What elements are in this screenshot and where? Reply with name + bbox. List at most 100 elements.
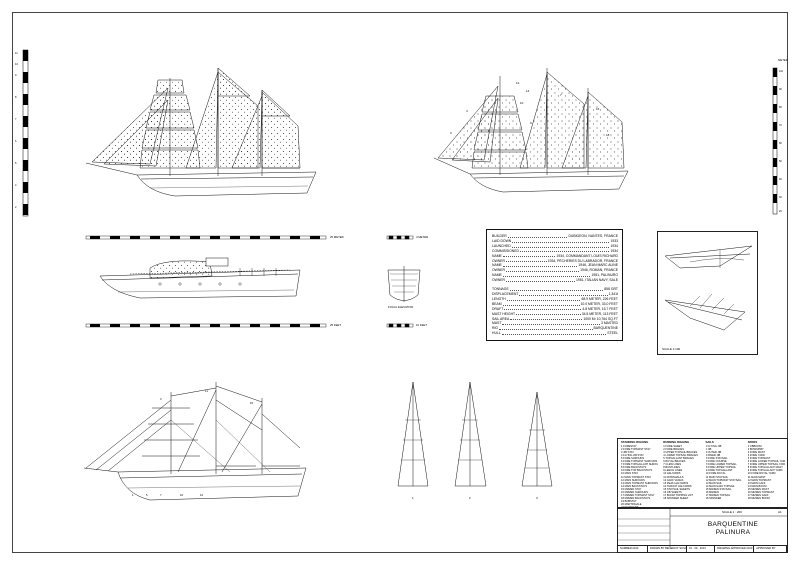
legend-item: 18 MIZZEN BACKSTAYS — [621, 496, 651, 500]
legend-item: 7 FORE UPPER TOPSAIL YARD — [747, 463, 785, 467]
spec-value: 1000 M² 10,764 SQ.FT — [583, 316, 618, 321]
spec-key: NAME — [492, 253, 502, 258]
spec-leader — [509, 287, 604, 291]
legend-item: 21 WHISKERS — [621, 506, 658, 507]
legend-item: 14 MAIN GAFF TOPSAIL — [705, 484, 735, 488]
spec-leader — [499, 326, 593, 331]
svg-text:8: 8 — [15, 95, 17, 99]
spec-key: NAME — [492, 273, 502, 278]
legend-item: 9 FORE TOPGALLANT YARD — [747, 469, 783, 473]
spec-key: BEAM — [492, 301, 502, 306]
lower-horizontal-scale-bar — [85, 323, 327, 328]
spec-leader — [506, 268, 580, 273]
mast-number-2: 2 — [469, 496, 471, 500]
spec-leader — [510, 317, 583, 321]
title-block-footer-cell: DRAWING APPROVED 2013 — [717, 546, 755, 552]
spec-leader — [502, 302, 580, 306]
svg-text:18: 18 — [606, 133, 610, 137]
spec-leader — [506, 297, 581, 301]
svg-text:5: 5 — [146, 493, 148, 497]
legend-item: 14 THROAT HALYARDS — [663, 484, 692, 488]
legend-item: 3 FORE MAST — [747, 451, 766, 455]
legend-item: 15 MIZZEN STAYSAIL — [705, 487, 732, 491]
svg-text:70: 70 — [779, 124, 782, 127]
spec-leader — [506, 259, 547, 263]
legend-item: 6 FORE LOWER TOPSAIL YARD — [747, 460, 785, 464]
legend-heading: SPARS — [747, 440, 758, 444]
legend-item: 2 FORE BRACES — [663, 448, 685, 452]
spec-key: OWNER — [492, 258, 505, 263]
legend-item: 17 BOOM TOPPING LIFT — [663, 493, 694, 497]
spec-value: BARQUENTINE — [593, 326, 619, 331]
spec-leader — [516, 312, 581, 316]
spec-key: LENGTH — [492, 296, 506, 301]
legend-item: 12 GAFF VANGS — [663, 478, 684, 482]
legend-item: 15 STAYSAIL SHEETS — [663, 487, 690, 491]
spec-key: SAIL AREA — [492, 316, 510, 321]
legend-item: 12 MAIN SHROUDS — [621, 478, 645, 482]
legend-item: 16 MIZZEN SHROUDS — [621, 490, 648, 494]
svg-text:80: 80 — [779, 106, 782, 109]
legend-item: 3 UPPER TOPSAIL BRACES — [663, 451, 698, 455]
legend-item: 4 FLYING JIB STAY — [621, 454, 644, 458]
legend-item: 1 JIBBOOM — [747, 445, 762, 449]
legend-item: 12 MAIN TOPMAST — [747, 478, 772, 482]
legend-heading: RUNNING RIGGING — [663, 440, 690, 444]
sail-plan-full-sail — [85, 67, 317, 197]
svg-text:4: 4 — [466, 109, 468, 113]
legend-heading: SAILS — [705, 440, 714, 444]
spec-value: 1934, COMMANDANT LOUIS RICHARD — [556, 253, 618, 258]
spec-value: 1951, ITALIAN NAVY, SALE — [575, 278, 618, 283]
legend-item: 7 FORE LOWER TOPSAIL — [705, 463, 737, 467]
legend-item: 4 INNER JIB — [705, 454, 721, 458]
mast-elevations — [397, 381, 553, 487]
legend-item: 6 FORE COURSE — [705, 460, 727, 464]
title-block-footer-cell: APPROVED BY — [754, 546, 787, 552]
svg-text:12: 12 — [516, 81, 520, 85]
svg-text:15: 15 — [250, 401, 254, 405]
title-block-lines — [617, 508, 788, 547]
spec-key: BUILDER — [492, 234, 507, 238]
legend-item: 5 TOPGALLANT BRACES — [663, 457, 694, 461]
legend-item: 8 FORE TOPGALLANT MAST — [747, 466, 783, 470]
legend-item: 15 MIZZEN MAST — [747, 487, 769, 491]
right-scale-unit: METER — [778, 58, 788, 62]
ship-name: BARQUENTINE PALINURA — [678, 521, 788, 536]
spec-value: 3 MASTED — [601, 321, 618, 326]
svg-text:20: 20 — [779, 210, 782, 213]
legend-item: 6 FORE TOPMAST SHROUDS — [621, 460, 658, 464]
title-block-scale: SCALE 1 : 200 — [722, 510, 742, 514]
spec-key: DISPLACEMENT — [492, 291, 519, 296]
sheet-border — [12, 12, 788, 553]
spec-value: 1946, JEAN MARC ALINE — [578, 263, 618, 268]
svg-text:4: 4 — [15, 183, 17, 187]
svg-text:10: 10 — [15, 62, 18, 66]
legend-item: 10 FORE ROYAL YARD — [747, 472, 776, 476]
svg-text:5: 5 — [15, 161, 17, 165]
spec-leader — [506, 278, 575, 282]
legend-item: 16 JIB SHEETS — [663, 490, 682, 494]
spec-value: 1946, ROMAN, FRANCE — [580, 268, 618, 273]
svg-text:60: 60 — [779, 142, 782, 145]
svg-text:6: 6 — [15, 139, 17, 143]
title-block-footer-cell: DRAWN BY BENEDICT SUSAN — [650, 546, 688, 552]
svg-text:7: 7 — [15, 117, 17, 121]
mast-number-3: 3 — [536, 496, 538, 500]
legend-item: 11 MAIN MAST — [747, 475, 766, 479]
legend-item: 9 FORE TOP BACKSTAYS — [621, 469, 653, 473]
